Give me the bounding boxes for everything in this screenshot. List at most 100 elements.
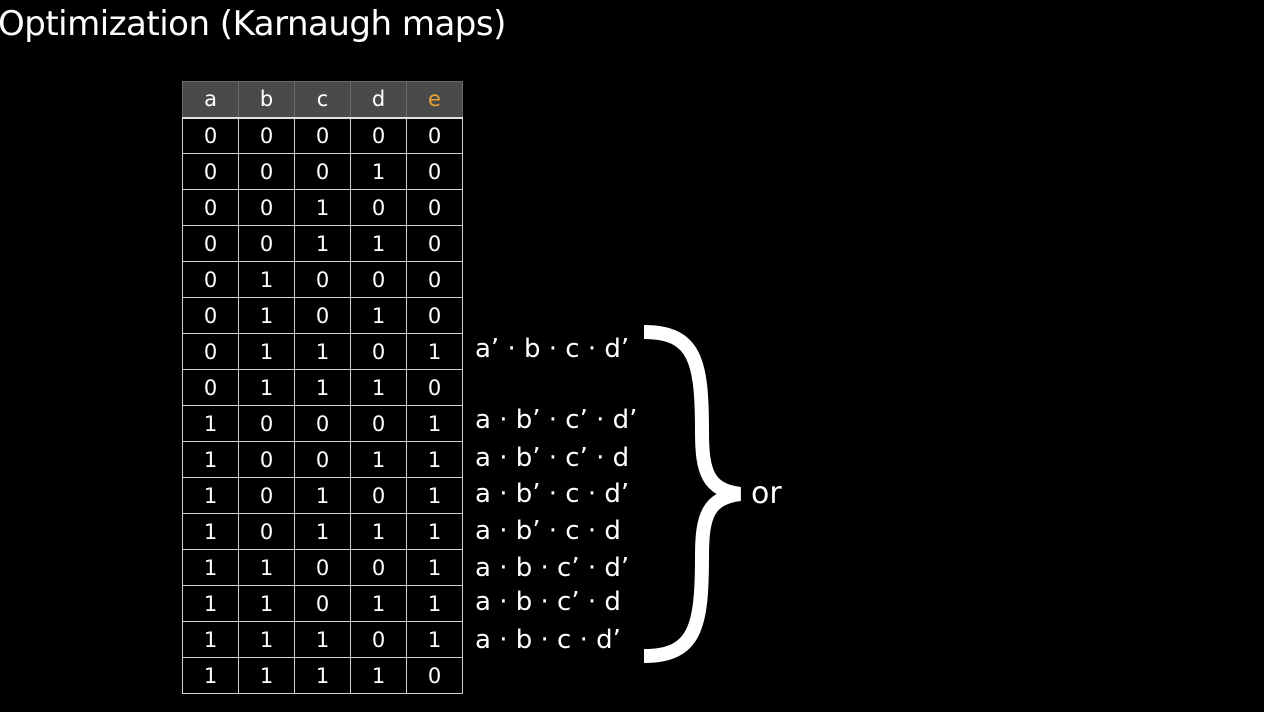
table-cell: 1 xyxy=(182,657,239,694)
table-cell: 0 xyxy=(182,333,239,370)
header-cell-c: c xyxy=(294,81,351,119)
minterm-expression: a · b’ · c · d’ xyxy=(475,479,630,509)
table-cell: 1 xyxy=(406,585,463,622)
table-cell: 1 xyxy=(238,585,295,622)
table-cell: 1 xyxy=(350,225,407,262)
minterm-expression: a · b · c’ · d xyxy=(475,587,621,617)
table-cell: 0 xyxy=(182,261,239,298)
table-cell: 1 xyxy=(406,513,463,550)
table-cell: 1 xyxy=(294,369,351,406)
header-cell-e: e xyxy=(406,81,463,119)
table-cell: 1 xyxy=(406,333,463,370)
table-cell: 1 xyxy=(294,657,351,694)
table-cell: 0 xyxy=(182,117,239,154)
table-cell: 1 xyxy=(294,189,351,226)
minterm-expression: a · b · c · d’ xyxy=(475,625,621,655)
table-cell: 0 xyxy=(406,657,463,694)
table-cell: 0 xyxy=(294,549,351,586)
table-cell: 1 xyxy=(406,621,463,658)
or-label: or xyxy=(751,476,782,511)
table-cell: 1 xyxy=(238,657,295,694)
table-cell: 1 xyxy=(350,585,407,622)
table-cell: 0 xyxy=(406,225,463,262)
table-cell: 0 xyxy=(182,189,239,226)
table-cell: 0 xyxy=(294,441,351,478)
table-cell: 1 xyxy=(238,621,295,658)
table-cell: 0 xyxy=(406,117,463,154)
table-cell: 0 xyxy=(238,513,295,550)
table-cell: 0 xyxy=(238,189,295,226)
table-cell: 0 xyxy=(238,441,295,478)
table-cell: 1 xyxy=(350,369,407,406)
table-cell: 0 xyxy=(350,261,407,298)
table-cell: 0 xyxy=(238,477,295,514)
table-cell: 1 xyxy=(294,513,351,550)
table-cell: 1 xyxy=(182,513,239,550)
table-cell: 0 xyxy=(350,621,407,658)
table-cell: 1 xyxy=(182,549,239,586)
table-cell: 0 xyxy=(406,189,463,226)
header-cell-a: a xyxy=(182,81,239,119)
table-cell: 1 xyxy=(294,477,351,514)
table-cell: 1 xyxy=(350,513,407,550)
header-cell-b: b xyxy=(238,81,295,119)
table-cell: 0 xyxy=(294,405,351,442)
minterm-expression: a · b’ · c · d xyxy=(475,516,621,546)
table-cell: 1 xyxy=(406,477,463,514)
table-cell: 1 xyxy=(182,441,239,478)
table-cell: 0 xyxy=(350,405,407,442)
table-cell: 0 xyxy=(182,225,239,262)
table-cell: 0 xyxy=(350,477,407,514)
table-cell: 1 xyxy=(406,405,463,442)
table-cell: 0 xyxy=(294,117,351,154)
table-cell: 0 xyxy=(406,153,463,190)
table-cell: 0 xyxy=(406,369,463,406)
table-cell: 1 xyxy=(350,153,407,190)
table-cell: 1 xyxy=(350,657,407,694)
table-cell: 1 xyxy=(182,405,239,442)
table-cell: 1 xyxy=(406,441,463,478)
table-cell: 1 xyxy=(182,477,239,514)
header-cell-d: d xyxy=(350,81,407,119)
table-cell: 0 xyxy=(406,297,463,334)
table-cell: 1 xyxy=(294,621,351,658)
truth-table-header-row: a b c d e xyxy=(182,81,463,119)
minterm-expression: a’ · b · c · d’ xyxy=(475,334,630,364)
table-cell: 1 xyxy=(238,261,295,298)
table-cell: 0 xyxy=(294,261,351,298)
slide-title: Optimization (Karnaugh maps) xyxy=(0,4,506,44)
table-cell: 1 xyxy=(294,225,351,262)
table-cell: 0 xyxy=(350,549,407,586)
minterm-expression: a · b · c’ · d’ xyxy=(475,553,630,583)
table-cell: 0 xyxy=(238,117,295,154)
table-cell: 1 xyxy=(350,441,407,478)
table-cell: 0 xyxy=(294,153,351,190)
table-cell: 0 xyxy=(238,405,295,442)
table-cell: 1 xyxy=(238,369,295,406)
minterm-expression: a · b’ · c’ · d xyxy=(475,443,630,473)
table-cell: 0 xyxy=(238,225,295,262)
minterm-expression: a · b’ · c’ · d’ xyxy=(475,405,638,435)
table-cell: 1 xyxy=(406,549,463,586)
table-cell: 1 xyxy=(238,333,295,370)
table-cell: 1 xyxy=(182,585,239,622)
right-curly-brace xyxy=(643,325,742,663)
